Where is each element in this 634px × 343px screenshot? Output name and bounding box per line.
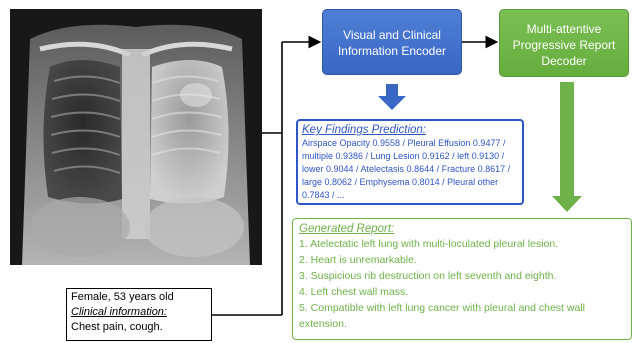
findings-down-arrow <box>378 84 406 110</box>
report-item: 2. Heart is unremarkable. <box>299 252 625 268</box>
decoder-block: Multi-attentive Progressive Report Decod… <box>499 9 629 77</box>
report-item: 5. Compatible with left lung cancer with… <box>299 300 625 332</box>
report-item: 3. Suspicious rib destruction on left se… <box>299 268 625 284</box>
report-item: 1. Atelectatic left lung with multi-locu… <box>299 236 625 252</box>
report-down-arrow <box>552 82 582 212</box>
encoder-block: Visual and Clinical Information Encoder <box>322 9 462 75</box>
key-findings-title: Key Findings Prediction: <box>302 123 518 137</box>
report-item: 4. Left chest wall mass. <box>299 284 625 300</box>
encoder-label: Visual and Clinical Information Encoder <box>338 28 446 58</box>
generated-report-box: Generated Report: 1. Atelectatic left lu… <box>292 218 632 340</box>
key-findings-text: Airspace Opacity 0.9558 / Pleural Effusi… <box>302 137 518 202</box>
key-findings-box: Key Findings Prediction: Airspace Opacit… <box>296 119 524 205</box>
decoder-label: Multi-attentive Progressive Report Decod… <box>513 22 616 68</box>
generated-report-title: Generated Report: <box>299 222 625 236</box>
